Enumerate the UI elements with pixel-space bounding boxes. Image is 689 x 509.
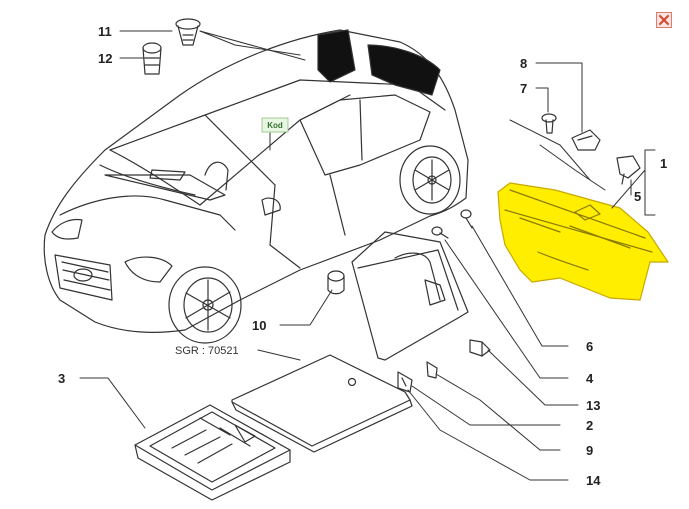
callout-7: 7 (520, 81, 527, 96)
part-7-screw (541, 113, 557, 134)
part-5-clip (616, 155, 641, 185)
callout-2: 2 (586, 418, 593, 433)
close-icon (658, 14, 670, 26)
callout-3: 3 (58, 371, 65, 386)
callout-11: 11 (98, 24, 112, 39)
car-illustration (43, 29, 469, 344)
callout-10: 10 (252, 318, 266, 333)
part-12-clip (142, 42, 162, 75)
part-8-bracket (571, 129, 601, 151)
reference-code: SGR : 70521 (175, 345, 239, 357)
kod-tag (261, 117, 289, 133)
part-13-trim-panel (351, 231, 469, 361)
callout-12: 12 (98, 51, 112, 66)
part-11-clip (175, 18, 201, 46)
kod-tag-label: Kod (267, 121, 283, 130)
part-1-rear-shelf-highlighted (497, 182, 669, 301)
callout-9: 9 (586, 443, 593, 458)
part-10-bush (327, 270, 345, 295)
callout-5: 5 (634, 189, 641, 204)
callout-8: 8 (520, 56, 527, 71)
callout-14: 14 (586, 473, 601, 488)
callout-4: 4 (586, 371, 594, 386)
load-floor-board (231, 354, 413, 453)
part-4-screw (431, 226, 449, 239)
callout-13: 13 (586, 398, 600, 413)
callout-1: 1 (660, 156, 667, 171)
part-3-storage-tray (134, 404, 291, 501)
callout-6: 6 (586, 339, 593, 354)
part-9-fastener (426, 361, 438, 379)
part-6-screw (460, 209, 473, 229)
close-button[interactable] (656, 12, 672, 28)
part-13-fastener (469, 339, 491, 357)
